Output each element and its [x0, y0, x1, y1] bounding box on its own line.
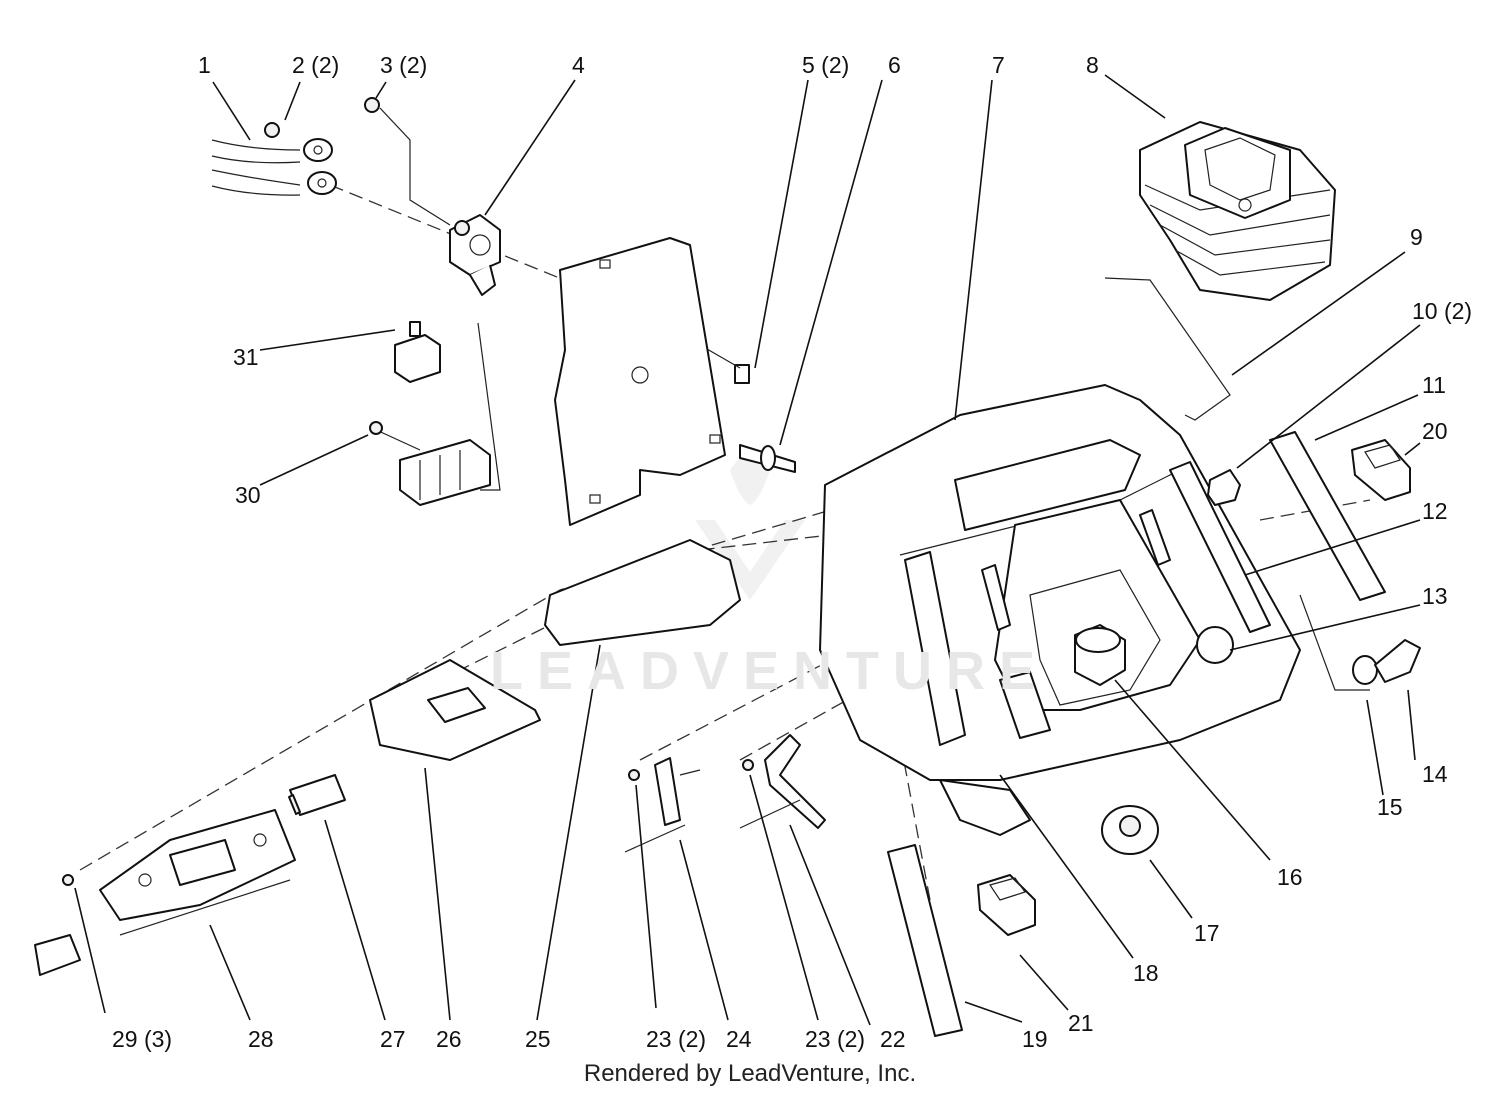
part-4-solenoid: [449, 214, 501, 296]
part-5-bolt: [699, 344, 750, 384]
watermark-text: LEADVENTURE: [490, 641, 1050, 701]
callout-20: 20: [1422, 418, 1448, 444]
callout-26: 26: [436, 1026, 462, 1052]
part-24-lever: [624, 757, 701, 853]
callout-18: 18: [1133, 960, 1159, 986]
callout-23-left: 23 (2): [646, 1026, 707, 1052]
callout-9: 9: [1410, 224, 1423, 250]
callout-27: 27: [380, 1026, 406, 1052]
callout-15: 15: [1377, 794, 1403, 820]
callout-28: 28: [248, 1026, 274, 1052]
part-29-screw: [62, 874, 74, 886]
callout-25: 25: [525, 1026, 551, 1052]
mounting-plate: [554, 237, 726, 526]
callout-6: 6: [888, 52, 901, 78]
part-20-rocker-switch: [1351, 439, 1411, 501]
part-3-nut: [364, 97, 380, 113]
part-22-lever: [739, 734, 826, 829]
callout-3: 3 (2): [380, 52, 428, 78]
part-25-cover: [544, 539, 741, 646]
part-6-spacer: [739, 444, 796, 473]
part-26-panel: [369, 659, 541, 761]
part-9-rod: [1104, 277, 1231, 421]
part-30-connector: [369, 421, 491, 506]
callout-10: 10 (2): [1412, 298, 1473, 324]
callout-31: 31: [233, 344, 259, 370]
callout-30: 30: [235, 482, 261, 508]
callout-29: 29 (3): [112, 1026, 173, 1052]
part-28-housing: [99, 809, 296, 936]
callout-1: 1: [198, 52, 211, 78]
part-10-grommet: [1207, 469, 1241, 506]
callout-22: 22: [880, 1026, 906, 1052]
callout-11: 11: [1422, 372, 1446, 398]
callout-7: 7: [992, 52, 1005, 78]
render-credit: Rendered by LeadVenture, Inc.: [583, 1060, 917, 1087]
part-14-key: [1374, 639, 1421, 683]
callout-12: 12: [1422, 498, 1448, 524]
part-8-boot: [1139, 121, 1336, 301]
callout-5: 5 (2): [802, 52, 850, 78]
callout-8: 8: [1086, 52, 1099, 78]
leader-lines: [74, 74, 1421, 1026]
callout-4: 4: [572, 52, 585, 78]
part-27-indicator: [288, 774, 346, 816]
part-19-trim-strip: [887, 844, 963, 1037]
watermark-logo: [695, 455, 805, 600]
part-16-knob: [1074, 624, 1126, 686]
callout-2: 2 (2): [292, 52, 340, 78]
part-21-rocker-switch: [977, 874, 1036, 936]
part-23-screw-b: [742, 759, 754, 771]
part-29-bezel: [34, 934, 81, 976]
callout-23-right: 23 (2): [805, 1026, 866, 1052]
part-1-cables: [211, 138, 337, 196]
callout-17: 17: [1194, 920, 1220, 946]
part-23-screw-a: [628, 769, 640, 781]
callout-13: 13: [1422, 583, 1448, 609]
callout-19: 19: [1022, 1026, 1048, 1052]
part-11-trim-strip: [1269, 431, 1386, 601]
part-2-nut: [264, 122, 280, 138]
part-7-console: [819, 384, 1301, 836]
part-15-bushing: [1352, 655, 1378, 685]
callout-16: 16: [1277, 864, 1303, 890]
callout-21: 21: [1068, 1010, 1094, 1036]
callout-14: 14: [1422, 761, 1448, 787]
part-17-knob: [1101, 805, 1159, 855]
part-31-relay: [394, 321, 441, 383]
callout-24: 24: [726, 1026, 752, 1052]
